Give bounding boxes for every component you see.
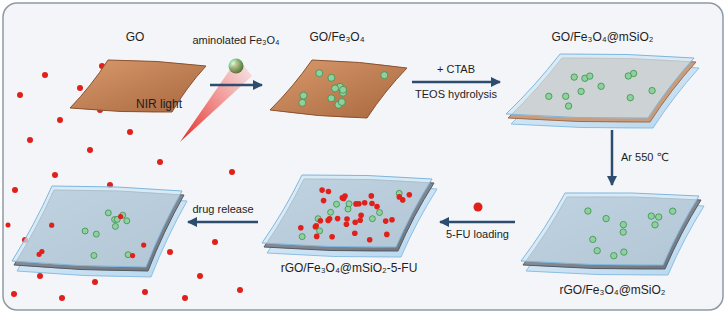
panel-border — [3, 3, 723, 310]
sheet-label: rGO/Fe₃O₄@mSiO₂ — [560, 283, 666, 298]
sheet-label: GO/Fe₃O₄ — [309, 30, 364, 45]
sheet-node: GO/Fe₃O₄@mSiO₂ — [500, 30, 705, 130]
label-anchor: drug release — [192, 203, 253, 216]
sheet-node: rGO/Fe₃O₄@mSiO₂-5-FU — [258, 165, 440, 280]
process-arrow — [611, 130, 614, 185]
sheet-label: rGO/Fe₃O₄@mSiO₂-5-FU — [281, 261, 418, 276]
sheet-illustration — [262, 30, 412, 125]
process-arrow — [188, 221, 258, 224]
sheet-node: GO — [60, 30, 210, 120]
label-anchor: + CTAB — [437, 63, 475, 76]
label-anchor: aminolated Fe₃O₄ — [192, 34, 279, 47]
drug-molecule — [474, 203, 483, 212]
sheet-node: NIR light — [8, 95, 188, 280]
step-label: + CTAB — [437, 63, 475, 76]
process-arrow — [412, 81, 500, 84]
step-label: TEOS hydrolysis — [415, 88, 497, 101]
sheet-node: rGO/Fe₃O₄@mSiO₂ — [515, 185, 710, 305]
label-anchor: 5-FU loading — [446, 228, 509, 241]
step-label: 5-FU loading — [446, 228, 509, 241]
sheet-label: NIR light — [136, 97, 182, 112]
sheet-illustration — [500, 30, 705, 130]
step-label: aminolated Fe₃O₄ — [192, 34, 279, 47]
label-anchor: TEOS hydrolysis — [415, 88, 497, 101]
sheet-illustration — [8, 95, 188, 280]
step-label: drug release — [192, 203, 253, 216]
sheet-node: GO/Fe₃O₄ — [262, 30, 412, 125]
label-anchor: Ar 550 ℃ — [621, 151, 669, 164]
sheet-label: GO/Fe₃O₄@mSiO₂ — [552, 30, 654, 45]
process-arrow — [440, 221, 515, 224]
sheet-label: GO — [126, 30, 145, 45]
step-label: Ar 550 ℃ — [621, 151, 669, 164]
process-arrow — [210, 84, 262, 87]
